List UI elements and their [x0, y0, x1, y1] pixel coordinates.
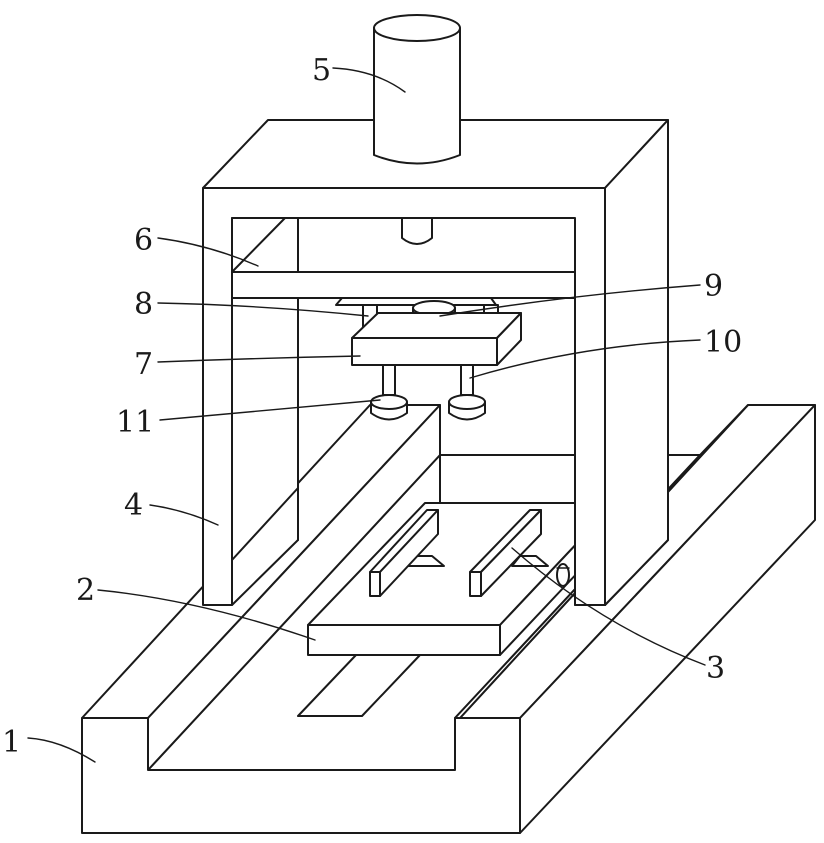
clamp-right-front: [470, 572, 481, 596]
label-6: 6: [134, 223, 153, 258]
frame-right-side: [605, 120, 668, 605]
label-1: 1: [2, 725, 21, 760]
label-5: 5: [312, 53, 331, 88]
cylinder: [374, 15, 460, 164]
label-10: 10: [704, 325, 742, 360]
cylinder-body: [374, 28, 460, 164]
label-8: 8: [134, 287, 153, 322]
label-2: 2: [76, 573, 95, 608]
roller-left-top: [371, 395, 407, 409]
worktable-front: [308, 625, 500, 655]
cylinder-top: [374, 15, 460, 41]
label-4: 4: [124, 488, 143, 523]
frame-rear-cross: [440, 455, 575, 505]
block-top: [352, 313, 521, 338]
press-plate-front: [232, 272, 575, 298]
label-7: 7: [134, 347, 153, 382]
piston-rod: [402, 218, 432, 244]
down-rod-right: [461, 365, 473, 395]
down-rod-left: [383, 365, 395, 395]
label-11: 11: [116, 405, 154, 440]
roller-right-top: [449, 395, 485, 409]
block-front: [352, 338, 497, 365]
label-9: 9: [704, 269, 723, 304]
clamp-left-front: [370, 572, 380, 596]
label-3: 3: [706, 651, 725, 686]
